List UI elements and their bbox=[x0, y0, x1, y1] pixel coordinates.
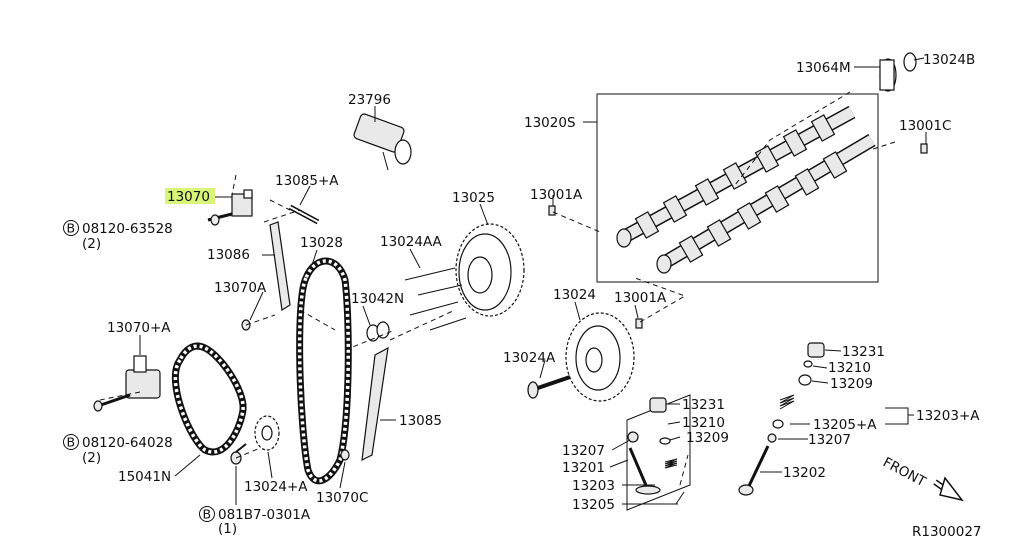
label-13042N[interactable]: 13042N bbox=[351, 291, 404, 307]
label-13209-mid[interactable]: 13209 bbox=[686, 430, 729, 446]
camshaft-upper bbox=[616, 105, 856, 248]
washers-13042N bbox=[366, 321, 390, 342]
front-label: FRONT bbox=[880, 454, 929, 490]
cam-sensor-plate bbox=[879, 52, 917, 92]
label-08120-63528[interactable]: 08120-63528 bbox=[82, 221, 173, 237]
label-13070plusA[interactable]: 13070+A bbox=[107, 320, 171, 336]
sprocket-13024plusA bbox=[254, 415, 280, 451]
bolt-081B7 bbox=[230, 443, 247, 465]
label-13202[interactable]: 13202 bbox=[783, 465, 826, 481]
label-13070C[interactable]: 13070C bbox=[316, 490, 368, 506]
label-13210-top[interactable]: 13210 bbox=[828, 360, 871, 376]
highlight-13070 bbox=[165, 188, 215, 204]
label-13024plusA[interactable]: 13024+A bbox=[244, 479, 308, 495]
circle-b-icon-2 bbox=[63, 434, 79, 450]
label-13203[interactable]: 13203 bbox=[572, 478, 615, 494]
label-13024B[interactable]: 13024B bbox=[923, 52, 975, 68]
label-08120-64028[interactable]: 08120-64028 bbox=[82, 435, 173, 451]
dowel-13001A-top bbox=[548, 205, 556, 216]
label-13205[interactable]: 13205 bbox=[572, 497, 615, 513]
label-13207-left[interactable]: 13207 bbox=[562, 443, 605, 459]
label-08120-63528-qty: (2) bbox=[82, 236, 101, 252]
tensioner-13070 bbox=[231, 189, 253, 217]
bolts-13024AA bbox=[404, 267, 467, 331]
label-13085plusA[interactable]: 13085+A bbox=[275, 173, 339, 189]
front-arrow bbox=[933, 476, 964, 502]
label-13024A[interactable]: 13024A bbox=[503, 350, 556, 366]
label-13231-top[interactable]: 13231 bbox=[842, 344, 885, 360]
bolt-13024A bbox=[527, 375, 571, 399]
label-08120-64028-qty: (2) bbox=[82, 450, 101, 466]
label-13203plusA[interactable]: 13203+A bbox=[916, 408, 980, 424]
label-23796[interactable]: 23796 bbox=[348, 92, 391, 108]
label-13001A-top[interactable]: 13001A bbox=[530, 187, 583, 203]
label-13207-right[interactable]: 13207 bbox=[808, 432, 851, 448]
circle-b-letter-3: B bbox=[203, 507, 212, 522]
chain-guide-13086 bbox=[269, 221, 291, 311]
solenoid-valve bbox=[353, 113, 412, 171]
circle-b-icon bbox=[63, 220, 79, 236]
camshaft-lower bbox=[656, 133, 876, 274]
timing-chain-13028 bbox=[296, 257, 352, 485]
label-13064M[interactable]: 13064M bbox=[796, 60, 851, 76]
label-13028[interactable]: 13028 bbox=[300, 235, 343, 251]
tensioner-13070plusA bbox=[125, 355, 161, 399]
bolt-08120-63528 bbox=[207, 212, 233, 226]
label-13085[interactable]: 13085 bbox=[399, 413, 442, 429]
cam-sprocket-13025 bbox=[455, 223, 525, 317]
timing-chain-15041N bbox=[171, 342, 247, 456]
label-13025[interactable]: 13025 bbox=[452, 190, 495, 206]
label-13024[interactable]: 13024 bbox=[553, 287, 596, 303]
label-13024AA[interactable]: 13024AA bbox=[380, 234, 443, 250]
label-081B7-qty: (1) bbox=[218, 521, 237, 537]
reference-code: R1300027 bbox=[912, 524, 982, 540]
bolt-13070C bbox=[340, 449, 350, 461]
label-15041N[interactable]: 15041N bbox=[118, 469, 171, 485]
chain-guide-13085 bbox=[361, 346, 389, 462]
label-13086[interactable]: 13086 bbox=[207, 247, 250, 263]
label-13001A-mid[interactable]: 13001A bbox=[614, 290, 667, 306]
label-13001C[interactable]: 13001C bbox=[899, 118, 951, 134]
label-13201[interactable]: 13201 bbox=[562, 460, 605, 476]
leader-lines bbox=[139, 57, 927, 505]
valve-assembly-upper bbox=[738, 342, 825, 496]
slipper-13085plusA bbox=[288, 204, 320, 225]
valve-assembly-lower bbox=[626, 394, 691, 511]
circle-b-letter: B bbox=[67, 221, 76, 236]
label-13070[interactable]: 13070 bbox=[167, 189, 210, 205]
label-081B7-0301A[interactable]: 081B7-0301A bbox=[218, 507, 311, 523]
sprocket-13024 bbox=[565, 312, 635, 402]
label-13205plusA[interactable]: 13205+A bbox=[813, 417, 877, 433]
dashed-leader-lines bbox=[99, 91, 896, 486]
label-13231-mid[interactable]: 13231 bbox=[682, 397, 725, 413]
circle-b-icon-3 bbox=[199, 506, 215, 522]
label-13210-mid[interactable]: 13210 bbox=[682, 415, 725, 431]
label-13209-top[interactable]: 13209 bbox=[830, 376, 873, 392]
dowel-13001A-mid bbox=[635, 318, 643, 329]
camshaft-group-box bbox=[596, 93, 879, 283]
label-13020S[interactable]: 13020S bbox=[524, 115, 576, 131]
label-13070A[interactable]: 13070A bbox=[214, 280, 267, 296]
circle-b-letter-2: B bbox=[67, 435, 76, 450]
dowel-13001C bbox=[920, 143, 928, 154]
bolt-08120-64028 bbox=[93, 393, 131, 412]
